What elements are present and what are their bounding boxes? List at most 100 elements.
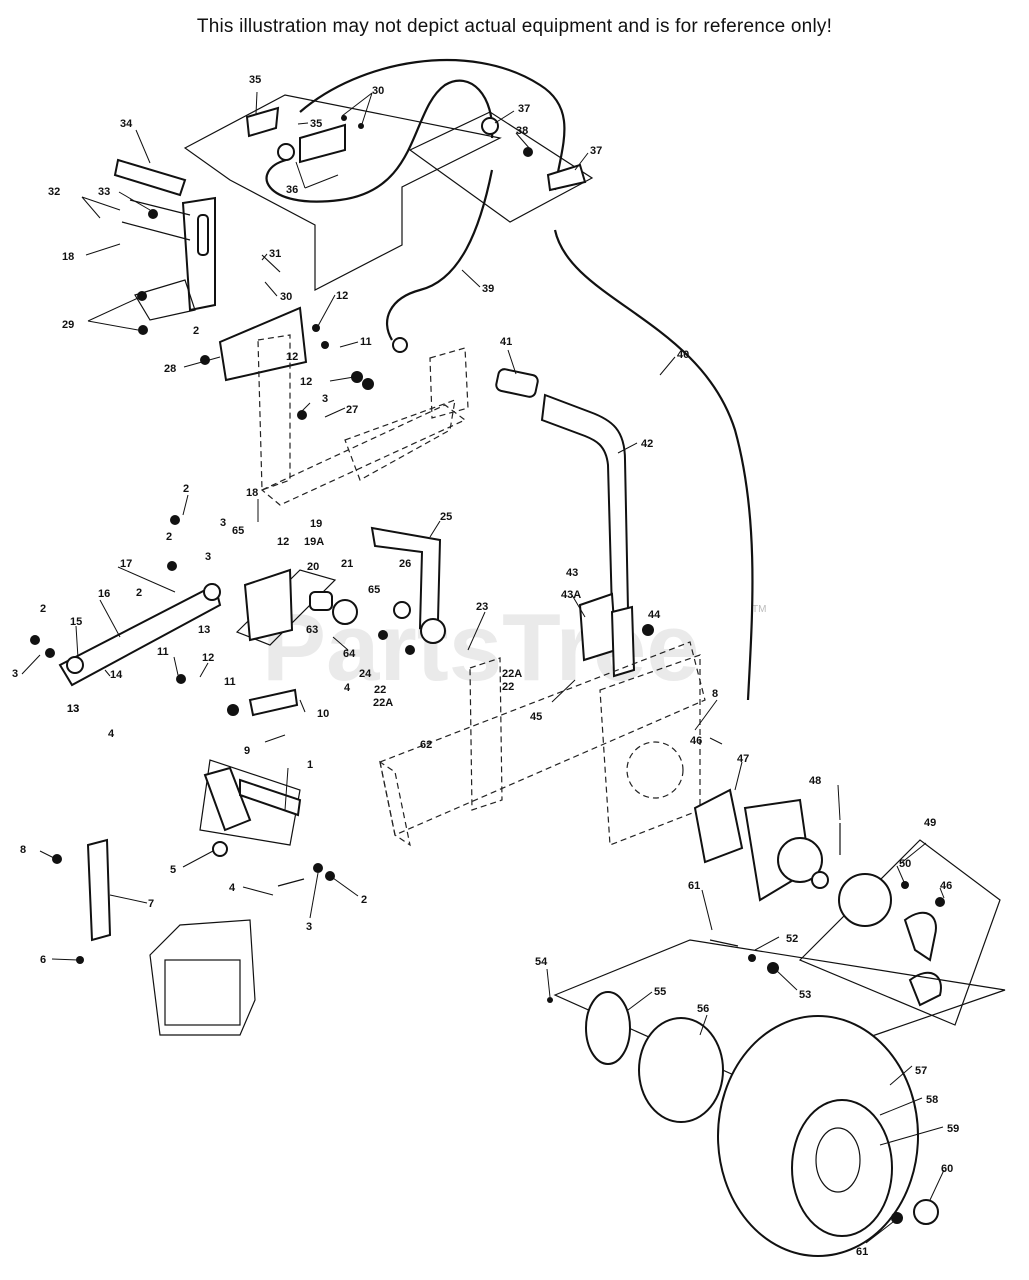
callout-34: 34 <box>120 118 133 130</box>
callout-43: 43 <box>566 567 578 579</box>
callout-35: 35 <box>249 74 261 86</box>
callout-9: 9 <box>244 745 250 757</box>
callout-44: 44 <box>648 609 661 621</box>
callout-27: 27 <box>346 404 358 416</box>
callout-20: 20 <box>307 561 319 573</box>
callout-22: 22 <box>374 684 386 696</box>
callout-37: 37 <box>518 103 530 115</box>
callout-2: 2 <box>166 531 172 543</box>
callout-55: 55 <box>654 986 666 998</box>
callout-62: 62 <box>420 739 432 751</box>
callout-31: 31 <box>269 248 281 260</box>
callout-23: 23 <box>476 601 488 613</box>
callout-4: 4 <box>344 682 351 694</box>
callout-41: 41 <box>500 336 512 348</box>
callout-1: 1 <box>307 759 313 771</box>
callout-64: 64 <box>343 648 356 660</box>
disclaimer-text: This illustration may not depict actual … <box>196 16 833 37</box>
callout-65: 65 <box>232 525 244 537</box>
callout-63: 63 <box>306 624 318 636</box>
callout-59: 59 <box>947 1123 959 1135</box>
callout-4: 4 <box>108 728 115 740</box>
callout-33: 33 <box>98 186 110 198</box>
callout-2: 2 <box>193 325 199 337</box>
callout-12: 12 <box>202 652 214 664</box>
callout-2: 2 <box>136 587 142 599</box>
callout-3: 3 <box>306 921 312 933</box>
callout-25: 25 <box>440 511 452 523</box>
callout-3: 3 <box>322 393 328 405</box>
callout-18: 18 <box>62 251 74 263</box>
callout-2: 2 <box>40 603 46 615</box>
arm-and-transmission <box>52 838 256 1036</box>
callout-13: 13 <box>198 624 210 636</box>
callout-50: 50 <box>899 858 911 870</box>
callout-8: 8 <box>712 688 718 700</box>
callout-11: 11 <box>157 646 169 658</box>
upper-frame-dashed <box>257 334 469 506</box>
callout-2: 2 <box>361 894 367 906</box>
callout-22: 22 <box>502 681 514 693</box>
callout-46: 46 <box>940 880 952 892</box>
callout-61: 61 <box>688 880 700 892</box>
callout-40: 40 <box>677 349 689 361</box>
shift-handle <box>495 368 654 678</box>
callout-37: 37 <box>590 145 602 157</box>
callout-21: 21 <box>341 558 353 570</box>
callout-29: 29 <box>62 319 74 331</box>
callout-labels: 35 30 37 38 37 34 35 36 32 33 18 31 30 3… <box>12 74 959 1258</box>
callout-7: 7 <box>148 898 154 910</box>
callout-2: 2 <box>183 483 189 495</box>
callout-16: 16 <box>98 588 110 600</box>
callout-12: 12 <box>300 376 312 388</box>
cable-39 <box>386 169 494 341</box>
callout-5: 5 <box>170 864 176 876</box>
callout-43A: 43A <box>561 589 581 601</box>
callout-12: 12 <box>277 536 289 548</box>
callout-3: 3 <box>220 517 226 529</box>
callout-19A: 19A <box>304 536 324 548</box>
leader-lines <box>21 91 945 1244</box>
callout-17: 17 <box>120 558 132 570</box>
callout-4: 4 <box>229 882 236 894</box>
callout-30: 30 <box>280 291 292 303</box>
callout-57: 57 <box>915 1065 927 1077</box>
callout-49: 49 <box>924 817 936 829</box>
callout-26: 26 <box>399 558 411 570</box>
left-linkage-bar <box>30 515 299 717</box>
callout-3: 3 <box>12 668 18 680</box>
callout-8: 8 <box>20 844 26 856</box>
callout-22A: 22A <box>502 668 522 680</box>
callout-13: 13 <box>67 703 79 715</box>
callout-42: 42 <box>641 438 653 450</box>
callout-56: 56 <box>697 1003 709 1015</box>
callout-61: 61 <box>856 1246 868 1258</box>
callout-10: 10 <box>317 708 329 720</box>
upper-bracket-assembly <box>183 59 594 291</box>
lever-bracket-assembly <box>113 158 281 335</box>
callout-11: 11 <box>224 676 236 688</box>
middle-linkage <box>235 526 446 655</box>
callout-30: 30 <box>372 85 384 97</box>
lower-bracket <box>199 759 335 887</box>
callout-52: 52 <box>786 933 798 945</box>
callout-46: 46 <box>690 735 702 747</box>
callout-32: 32 <box>48 186 60 198</box>
brake-assembly <box>798 839 1001 1026</box>
callout-22A: 22A <box>373 697 393 709</box>
callout-38: 38 <box>516 125 528 137</box>
cable-40 <box>553 229 754 701</box>
callout-15: 15 <box>70 616 82 628</box>
callout-3: 3 <box>205 551 211 563</box>
callout-53: 53 <box>799 989 811 1001</box>
callout-39: 39 <box>482 283 494 295</box>
callout-13: 13 <box>67 703 79 715</box>
callout-24: 24 <box>359 668 372 680</box>
callout-58: 58 <box>926 1094 938 1106</box>
callout-60: 60 <box>941 1163 953 1175</box>
drive-motor <box>693 788 841 902</box>
callout-6: 6 <box>40 954 46 966</box>
callout-54: 54 <box>535 956 548 968</box>
